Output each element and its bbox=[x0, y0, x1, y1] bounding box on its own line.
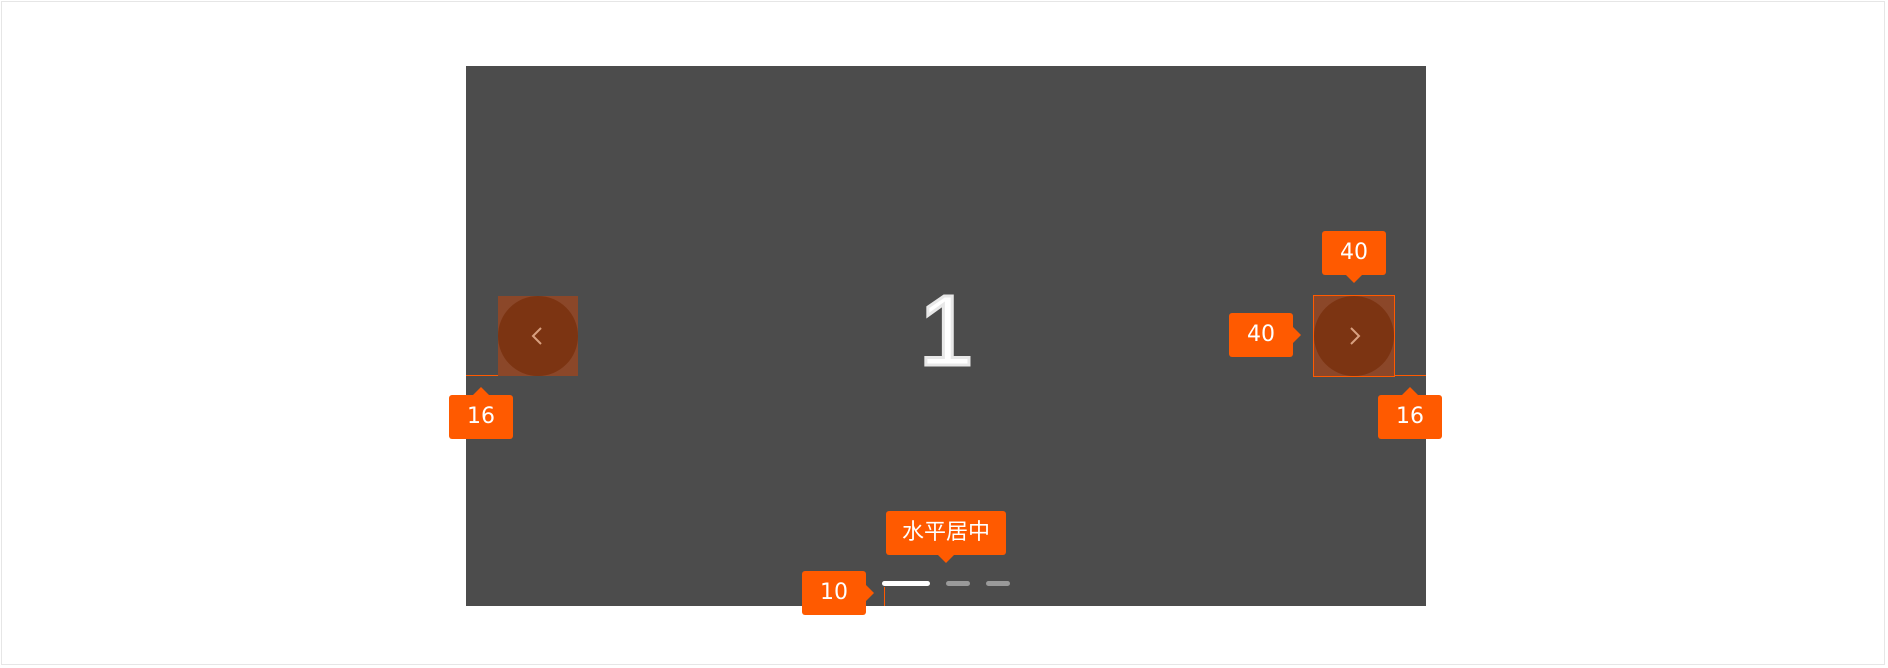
indicator-dot-2[interactable] bbox=[946, 581, 970, 586]
left-margin-tag: 16 bbox=[449, 387, 513, 439]
indicator-bottom-line bbox=[884, 587, 885, 606]
prev-button[interactable] bbox=[498, 296, 578, 376]
right-margin-tag: 16 bbox=[1378, 387, 1442, 439]
slide-number: 1 bbox=[917, 275, 976, 387]
next-button[interactable] bbox=[1314, 296, 1394, 376]
indicator-dot-1[interactable] bbox=[882, 581, 930, 586]
prev-button-hit-area bbox=[498, 296, 578, 376]
left-margin-line bbox=[466, 375, 498, 376]
button-height-tag: 40 bbox=[1229, 313, 1301, 357]
indicator-dot-3[interactable] bbox=[986, 581, 1010, 586]
right-margin-line bbox=[1394, 375, 1426, 376]
next-button-hit-area bbox=[1313, 295, 1395, 377]
indicator-bottom-tag: 10 bbox=[802, 571, 874, 615]
chevron-left-icon bbox=[531, 327, 542, 345]
chevron-right-icon bbox=[1350, 327, 1361, 345]
button-width-tag: 40 bbox=[1322, 231, 1386, 283]
indicator-align-tag: 水平居中 bbox=[886, 511, 1006, 563]
